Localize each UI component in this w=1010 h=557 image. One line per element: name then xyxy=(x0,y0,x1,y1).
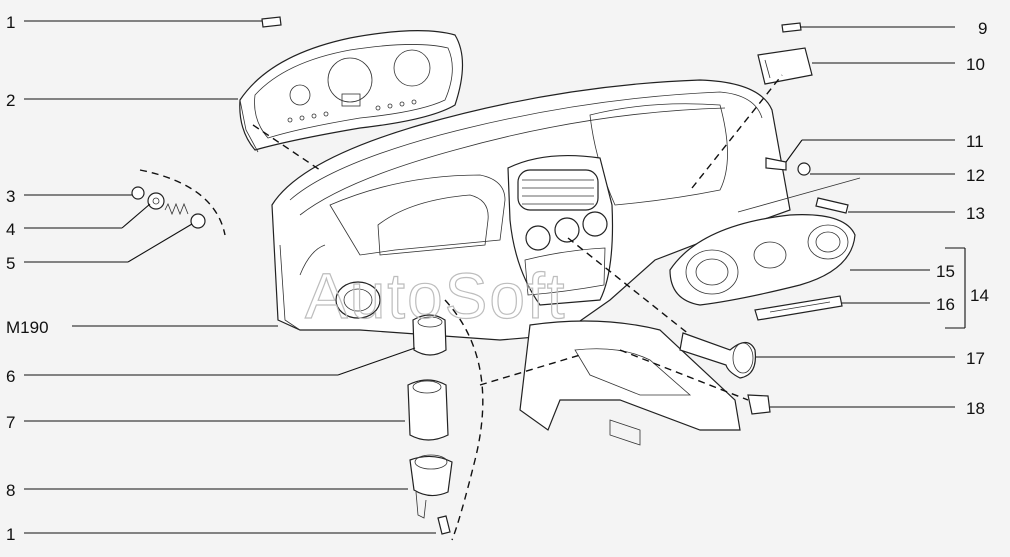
callout-5: 5 xyxy=(6,254,15,273)
assembly-lines xyxy=(139,74,861,541)
callout-11: 11 xyxy=(966,132,984,151)
callout-1-top: 1 xyxy=(6,13,15,32)
callout-12: 12 xyxy=(966,166,985,185)
callout-1-bottom: 1 xyxy=(6,525,15,544)
small-parts xyxy=(131,16,849,535)
callout-16: 16 xyxy=(936,295,955,314)
callout-9: 9 xyxy=(978,19,987,38)
dashboard-panel xyxy=(271,79,791,446)
instrument-cluster xyxy=(239,30,464,153)
callout-18: 18 xyxy=(966,399,985,418)
callout-14: 14 xyxy=(970,286,989,305)
callout-7: 7 xyxy=(6,413,15,432)
callout-2: 2 xyxy=(6,91,15,110)
callout-m190: M190 xyxy=(6,318,49,337)
callout-4: 4 xyxy=(6,220,15,239)
callout-13: 13 xyxy=(966,204,985,223)
heater-control-panel xyxy=(669,214,856,321)
watermark: AutoSoft xyxy=(305,260,567,332)
callout-6: 6 xyxy=(6,367,15,386)
callout-17: 17 xyxy=(966,349,985,368)
callout-10: 10 xyxy=(966,55,985,74)
callout-3: 3 xyxy=(6,187,15,206)
callout-15: 15 xyxy=(936,262,955,281)
leader-lines xyxy=(24,20,966,534)
callout-8: 8 xyxy=(6,481,15,500)
callout-labels: 1 2 3 4 5 M190 6 7 8 1 9 10 11 12 13 15 … xyxy=(6,13,989,544)
